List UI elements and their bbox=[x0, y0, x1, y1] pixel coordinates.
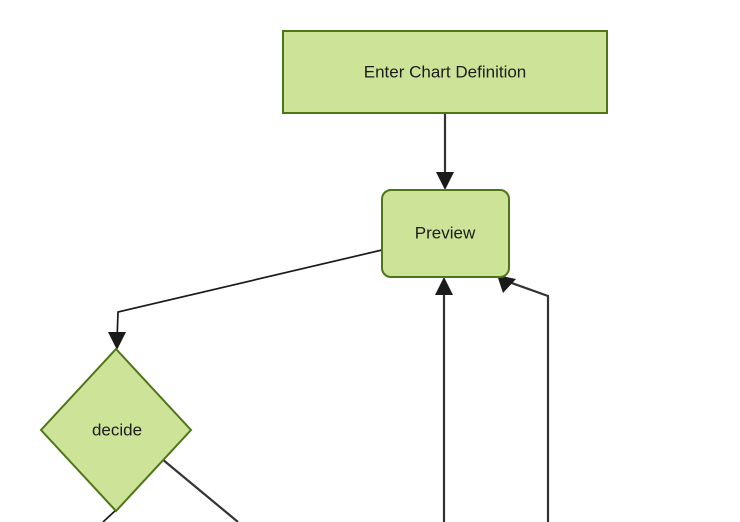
node-enter-chart-definition[interactable]: Enter Chart Definition bbox=[282, 30, 608, 114]
node-layer: Enter Chart Definition Preview decide bbox=[39, 30, 608, 513]
node-decide[interactable]: decide bbox=[39, 347, 193, 513]
node-enter-chart-definition-shape[interactable] bbox=[282, 30, 608, 114]
edge-layer bbox=[102, 113, 550, 522]
edge-bottom-center-to-preview bbox=[435, 277, 453, 522]
arrow-head-into-decide-top bbox=[108, 332, 126, 350]
node-preview-shape[interactable] bbox=[381, 189, 510, 278]
edge-decide-bottom-left bbox=[102, 509, 117, 522]
node-preview[interactable]: Preview bbox=[381, 189, 510, 278]
edge-preview-to-decide-line bbox=[116, 249, 383, 342]
node-preview-label: Preview bbox=[415, 223, 476, 242]
edge-bottom-right-to-preview-line bbox=[505, 279, 550, 522]
edge-bottom-right-to-preview bbox=[497, 275, 550, 522]
edge-decide-bottom-right-line bbox=[161, 458, 239, 522]
node-decide-shape[interactable] bbox=[39, 347, 193, 513]
node-decide-label: decide bbox=[92, 420, 142, 439]
node-enter-chart-definition-label: Enter Chart Definition bbox=[364, 62, 527, 81]
arrow-head-into-preview-top bbox=[436, 172, 454, 190]
edge-decide-bottom-left-line bbox=[102, 509, 117, 522]
edge-preview-to-decide bbox=[108, 249, 383, 350]
edge-decide-bottom-right bbox=[161, 458, 239, 522]
edge-enter-to-preview bbox=[436, 113, 454, 190]
arrow-head-into-preview-bottom-center bbox=[435, 277, 453, 295]
arrow-head-into-preview-bottom-right bbox=[497, 275, 516, 293]
